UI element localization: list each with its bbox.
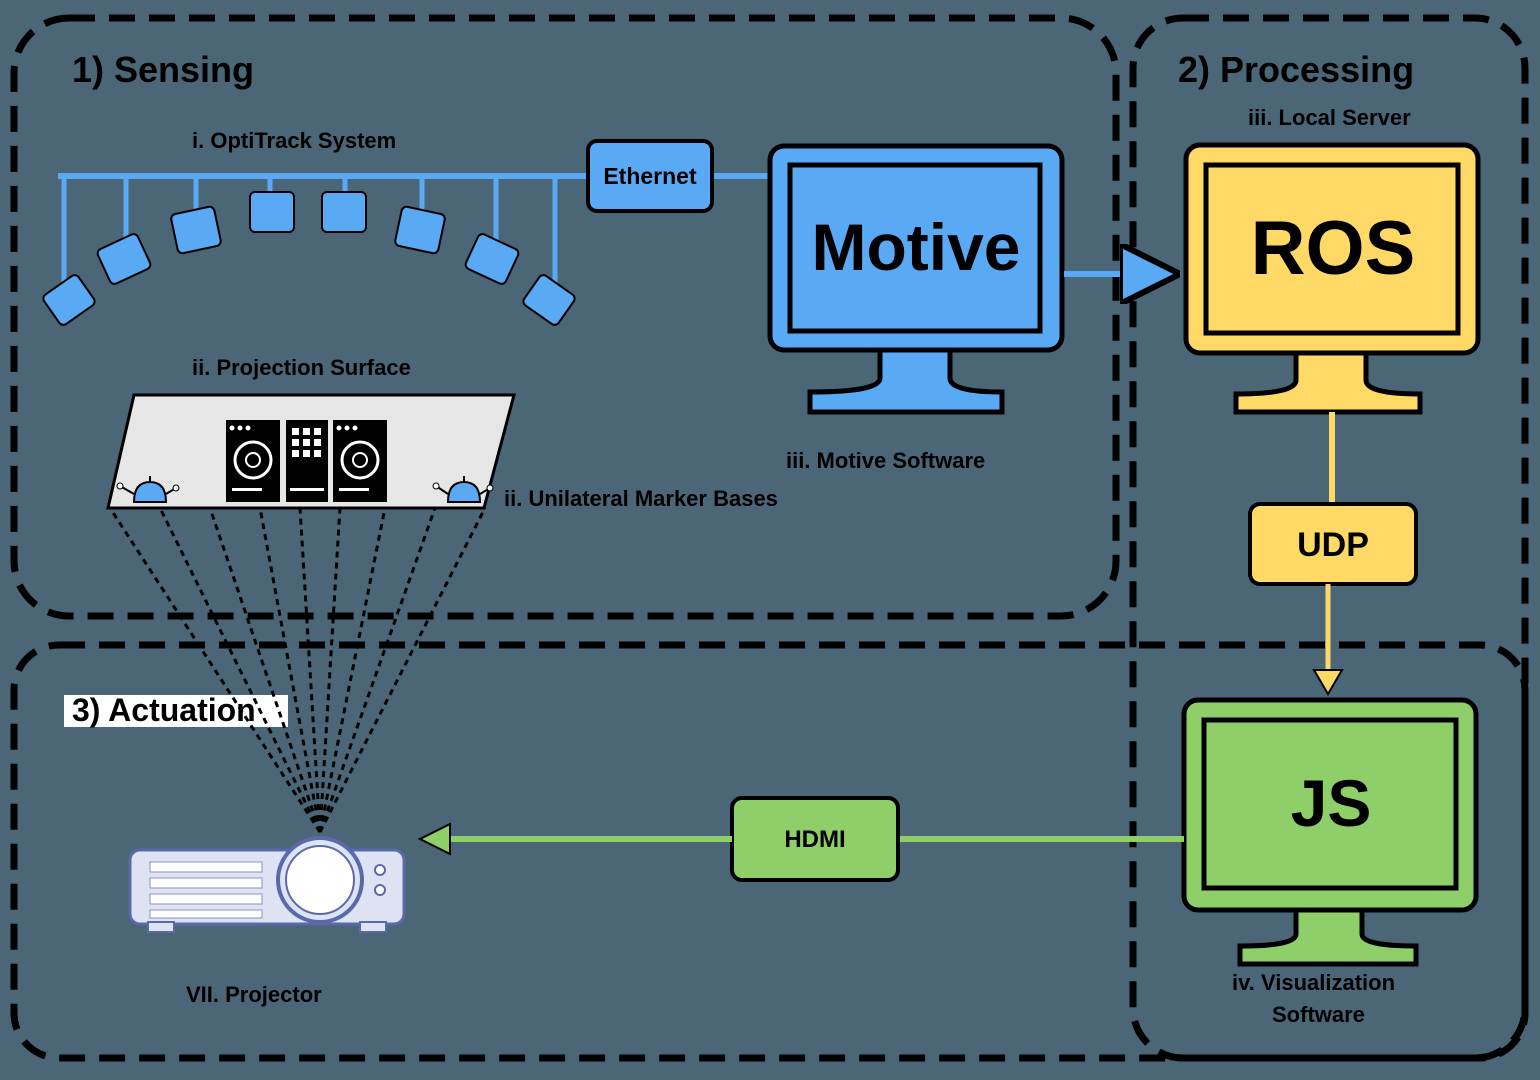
projection-surface-label: ii. Projection Surface xyxy=(192,355,411,380)
projector-icon xyxy=(128,836,406,933)
visualization-label-2: Software xyxy=(1272,1002,1365,1027)
motive-software-label: iii. Motive Software xyxy=(786,448,985,473)
camera-icon xyxy=(96,233,152,285)
projection-surface xyxy=(106,393,516,510)
ethernet-connector: Ethernet xyxy=(586,139,714,213)
actuation-title-box: 3) Actuation xyxy=(64,692,288,728)
optitrack-system: i. OptiTrack System xyxy=(42,128,768,326)
sensing-region xyxy=(10,14,1120,620)
hdmi-arrowhead xyxy=(417,822,451,856)
optitrack-label: i. OptiTrack System xyxy=(192,128,396,153)
processing-title: 2) Processing xyxy=(1178,49,1414,90)
camera-icon xyxy=(464,233,520,285)
udp-connector: UDP xyxy=(1248,502,1418,586)
ros-monitor-text: ROS xyxy=(1251,206,1416,291)
sensing-title: 1) Sensing xyxy=(72,49,254,90)
ethernet-label: Ethernet xyxy=(603,163,697,189)
udp-to-js-arrowhead xyxy=(1312,669,1344,696)
actuation-region xyxy=(10,641,1529,1062)
camera-icon xyxy=(394,205,446,255)
camera-icon xyxy=(321,191,367,233)
local-server-label: iii. Local Server xyxy=(1248,105,1411,130)
hdmi-label: HDMI xyxy=(784,826,845,853)
marker-base-icon xyxy=(432,476,494,503)
marker-bases-label: ii. Unilateral Marker Bases xyxy=(504,486,778,511)
actuation-title: 3) Actuation xyxy=(72,692,256,728)
js-monitor: JS xyxy=(1181,697,1479,967)
hdmi-connector: HDMI xyxy=(730,796,900,882)
projection-beams xyxy=(108,507,487,833)
camera-icon xyxy=(170,205,222,255)
camera-icon xyxy=(522,274,576,326)
projector-label: VII. Projector xyxy=(186,982,322,1007)
js-monitor-text: JS xyxy=(1291,766,1372,840)
udp-label: UDP xyxy=(1297,526,1369,564)
motive-monitor: Motive xyxy=(767,143,1065,415)
ros-monitor: ROS xyxy=(1183,142,1481,415)
dj-controller-icon xyxy=(226,420,387,502)
visualization-label-1: iv. Visualization xyxy=(1232,970,1395,995)
marker-base-icon xyxy=(116,476,180,503)
processing-region xyxy=(1129,14,1529,1062)
camera-icon xyxy=(249,191,295,233)
motive-monitor-text: Motive xyxy=(811,210,1020,284)
camera-icon xyxy=(42,274,96,326)
